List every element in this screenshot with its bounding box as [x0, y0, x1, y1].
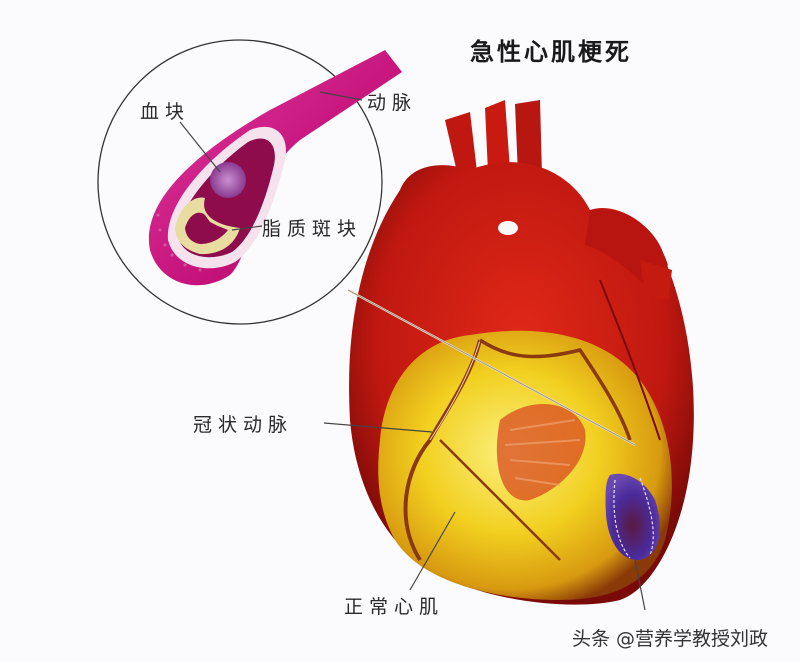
- label-normal-myocardium: 正常心肌: [344, 596, 445, 618]
- infarct-region: [605, 473, 660, 561]
- heart: [349, 100, 694, 605]
- blood-clot: [210, 162, 246, 198]
- label-lipid-plaque: 脂质斑块: [262, 218, 363, 240]
- label-artery: 动脉: [367, 92, 418, 114]
- diagram-title: 急性心肌梗死: [470, 37, 632, 66]
- label-coronary-artery: 冠状动脉: [193, 414, 294, 436]
- magnifier-circle: [97, 39, 383, 325]
- pointer-lines: [179, 91, 646, 611]
- watermark: 头条 @营养学教授刘政: [572, 628, 769, 650]
- artery-cross-section: [148, 50, 402, 286]
- label-blood-clot: 血块: [140, 101, 191, 123]
